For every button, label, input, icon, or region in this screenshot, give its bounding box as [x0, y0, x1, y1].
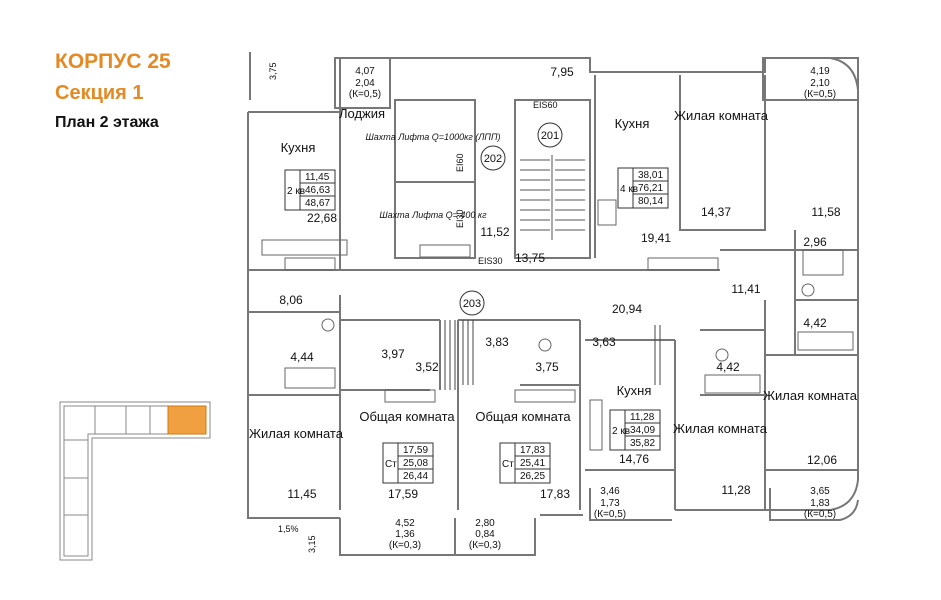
building-title: КОРПУС 25 [55, 50, 171, 73]
room-common-b: Общая комната [475, 409, 571, 424]
area-value: 11,41 [731, 282, 760, 296]
room-kitchen-mid: Кухня [617, 383, 652, 398]
apt-area: 26,44 [403, 471, 428, 482]
apt-total: 46,63 [305, 185, 330, 196]
section-title: Секция 1 [55, 82, 144, 104]
apt-type: 2 кв [612, 426, 630, 437]
area-value: 11,28 [721, 483, 750, 497]
room-living-left: Жилая комната [249, 426, 344, 441]
area-value: 19,41 [641, 231, 671, 245]
shaft-b: Шахта Лифта Q= 400 кг [379, 210, 487, 220]
apt-area: 80,14 [638, 196, 663, 207]
apt-type: 2 кв [287, 186, 305, 197]
balcony-area: 1,73 [600, 498, 620, 509]
room-living-mid: Жилая комната [673, 421, 768, 436]
marker-203: 203 [463, 298, 481, 310]
dim-label: 3,75 [268, 62, 278, 80]
apt-type: Ст [502, 459, 514, 470]
balcony-area: 2,80 [475, 518, 495, 529]
area-value: 3,63 [592, 335, 616, 349]
area-value: 14,37 [701, 205, 731, 219]
balcony-area: (К=0,3) [469, 540, 501, 551]
area-value: 22,68 [307, 211, 337, 225]
area-value: 4,42 [716, 360, 740, 374]
shaft-a: Шахта Лифта Q=1000кг (ЛПП) [366, 132, 501, 142]
apt-total: 25,08 [403, 458, 428, 469]
label-eis60: EIS60 [533, 100, 558, 110]
apt-living: 11,28 [630, 412, 655, 423]
dim-label: 3,15 [307, 535, 317, 553]
floor-plan-title: План 2 этажа [55, 114, 159, 131]
area-value: 3,97 [381, 347, 405, 361]
room-kitchen-right: Кухня [615, 116, 650, 131]
balcony-area: 1,83 [810, 498, 830, 509]
room-loggia: Лоджия [339, 106, 385, 121]
apt-total: 76,21 [638, 183, 663, 194]
label-ei30: EI30 [455, 209, 465, 228]
area-value: 13,75 [515, 251, 545, 265]
balcony-area: 0,84 [475, 529, 495, 540]
area-value: 3,83 [485, 335, 509, 349]
apt-total: 25,41 [520, 458, 545, 469]
area-value: 11,45 [287, 487, 316, 501]
balcony-area: (К=0,3) [389, 540, 421, 551]
balcony-area: 4,19 [810, 66, 830, 77]
marker-201: 201 [541, 130, 559, 142]
apt-area: 26,25 [520, 471, 545, 482]
balcony-area: (К=0,5) [804, 509, 836, 520]
balcony-area: 4,07 [355, 66, 375, 77]
balcony-area: 2,10 [810, 78, 830, 89]
apt-living: 17,59 [403, 445, 428, 456]
area-value: 4,44 [290, 350, 314, 364]
apt-type: Ст [385, 459, 397, 470]
area-value: 4,42 [803, 316, 827, 330]
apt-living: 38,01 [638, 170, 663, 181]
marker-202: 202 [484, 153, 502, 165]
area-value: 11,58 [811, 205, 840, 219]
balcony-area: (К=0,5) [804, 89, 836, 100]
area-value: 7,95 [550, 65, 574, 79]
room-common-a: Общая комната [359, 409, 455, 424]
label-eis30: EIS30 [478, 256, 503, 266]
dim-label: 1,5% [278, 524, 299, 534]
area-value: 20,94 [612, 302, 642, 316]
apt-living: 11,45 [305, 172, 330, 183]
balcony-area: 3,46 [600, 486, 620, 497]
area-value: 3,52 [415, 360, 439, 374]
balcony-area: 4,52 [395, 518, 415, 529]
area-value: 11,52 [480, 225, 509, 239]
area-value: 17,59 [388, 487, 418, 501]
area-value: 17,83 [540, 487, 570, 501]
apt-living: 17,83 [520, 445, 545, 456]
balcony-area: (К=0,5) [594, 509, 626, 520]
area-value: 14,76 [619, 452, 649, 466]
room-kitchen-left: Кухня [281, 140, 316, 155]
balcony-area: (К=0,5) [349, 89, 381, 100]
apt-type: 4 кв [620, 184, 638, 195]
balcony-area: 3,65 [810, 486, 830, 497]
area-value: 8,06 [279, 293, 303, 307]
apt-area: 35,82 [630, 438, 655, 449]
balcony-area: 2,04 [355, 78, 375, 89]
balcony-area: 1,36 [395, 529, 415, 540]
area-value: 2,96 [803, 235, 827, 249]
area-value: 12,06 [807, 453, 837, 467]
apt-total: 34,09 [630, 425, 655, 436]
label-ei60: EI60 [455, 153, 465, 172]
room-living-top: Жилая комната [674, 108, 769, 123]
room-living-right: Жилая комната [763, 388, 858, 403]
area-value: 3,75 [535, 360, 559, 374]
apt-area: 48,67 [305, 198, 330, 209]
